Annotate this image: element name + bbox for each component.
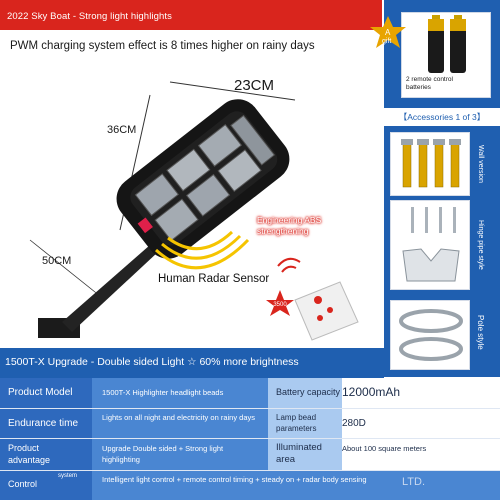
screw-bracket-icon xyxy=(402,207,460,282)
banner-title: 2022 Sky Boat - Strong light highlights xyxy=(7,11,172,22)
led-panel xyxy=(197,123,243,167)
led-panel xyxy=(217,149,262,193)
spec-value-cell: Upgrade Double sided + Strong light high… xyxy=(92,438,268,470)
spec-value-cell: Intelligent light control + remote contr… xyxy=(92,470,500,500)
watermark-text: LTD. xyxy=(402,476,426,488)
spec-value: Upgrade Double sided + Strong light high… xyxy=(102,444,224,464)
gift-badge: A gift xyxy=(366,14,410,54)
spec-value: 280D xyxy=(342,418,366,429)
wall-mount-card xyxy=(390,132,470,196)
lamp-body xyxy=(116,99,290,259)
spec-label: Product Model xyxy=(8,387,73,398)
dimension-width: 23CM xyxy=(234,77,275,94)
street-light-illustration: 3500 xyxy=(29,81,359,341)
upgrade-banner: 1500T-X Upgrade - Double sided Light ☆ 6… xyxy=(0,348,384,378)
spec-label: Control xyxy=(8,479,38,489)
dimension-arm: 50CM xyxy=(42,255,72,267)
spec-label-cell: Product Model xyxy=(0,378,92,408)
banner-subtitle: PWM charging system effect is 8 times hi… xyxy=(10,40,315,52)
wall-version-label: Wall version xyxy=(477,145,484,183)
star-icon xyxy=(370,16,406,48)
signal-icon xyxy=(277,257,301,273)
mounting-arm xyxy=(62,245,158,332)
spec-value-cell: 12000mAh xyxy=(342,378,500,408)
spec-label-cell: Control system xyxy=(0,470,92,500)
spec-label: Battery capacity xyxy=(276,387,341,397)
gift-caption: 2 remote control batteries xyxy=(406,76,453,91)
led-panel xyxy=(166,148,211,192)
pole-clamp-card xyxy=(390,300,470,370)
spec-value: Lights on all night and electricity on r… xyxy=(102,413,256,422)
remote-badge-text: 3500 xyxy=(273,302,287,308)
spec-label-cell: Product advantage xyxy=(0,438,92,470)
spec-value: About 100 square meters xyxy=(342,444,427,453)
spec-value: 1500T-X Highlighter headlight beads xyxy=(102,388,224,397)
spec-value: Intelligent light control + remote contr… xyxy=(102,475,367,484)
upgrade-text: 1500T-X Upgrade - Double sided Light ☆ 6… xyxy=(5,356,299,368)
spec-label-cell: Battery capacity xyxy=(268,378,342,408)
led-panel xyxy=(186,173,231,217)
spec-label-cell: Endurance time xyxy=(0,408,92,438)
led-panel xyxy=(154,198,199,242)
spec-value-cell: 280D xyxy=(342,408,500,438)
radar-sensor xyxy=(137,217,153,234)
abs-label: Engineering ABS strengthening xyxy=(257,215,322,236)
spec-label-suffix: system xyxy=(58,473,78,479)
spec-value-cell: 1500T-X Highlighter headlight beads xyxy=(92,378,268,408)
pole-clamp-icon xyxy=(399,309,463,361)
battery-icon xyxy=(428,15,466,73)
spec-label: Lamp bead parameters xyxy=(276,413,317,433)
arm-dimension-line xyxy=(29,239,106,301)
gift-badge-a: A xyxy=(385,28,391,37)
battery-gift-box xyxy=(401,12,491,98)
pole-style-label: Pole style xyxy=(476,315,485,350)
spec-label-cell: Illuminated area xyxy=(268,438,342,470)
radar-sensor-label: Human Radar Sensor xyxy=(158,273,270,285)
led-panel xyxy=(230,114,276,166)
remote-control-icon xyxy=(294,281,359,341)
spec-value-cell: About 100 square meters xyxy=(342,438,500,470)
spec-value: 12000mAh xyxy=(342,385,401,399)
width-dimension-line xyxy=(169,81,296,101)
hinge-pipe-card xyxy=(390,200,470,290)
dimension-height: 36CM xyxy=(107,124,137,136)
spec-table: Product Model 1500T-X Highlighter headli… xyxy=(0,378,500,500)
spec-label: Illuminated area xyxy=(276,442,322,465)
row-divider xyxy=(0,438,500,439)
gift-badge-text: gift xyxy=(382,38,392,45)
expansion-bolt-icon xyxy=(401,139,461,188)
led-panel xyxy=(134,173,179,217)
row-divider xyxy=(0,408,500,409)
row-divider xyxy=(0,470,500,471)
radar-waves-icon xyxy=(154,230,250,270)
spec-value-cell: Lights on all night and electricity on r… xyxy=(92,408,268,438)
accessories-title: 【Accessories 1 of 3】 xyxy=(384,108,500,126)
hinge-pipe-label: Hinge pipe style xyxy=(477,220,484,270)
burst-icon xyxy=(266,290,294,316)
spec-label: Endurance time xyxy=(8,418,79,429)
spec-label: Product advantage xyxy=(8,443,51,465)
top-banner: 2022 Sky Boat - Strong light highlights xyxy=(0,0,382,33)
spec-label-cell: Lamp bead parameters xyxy=(268,408,342,438)
